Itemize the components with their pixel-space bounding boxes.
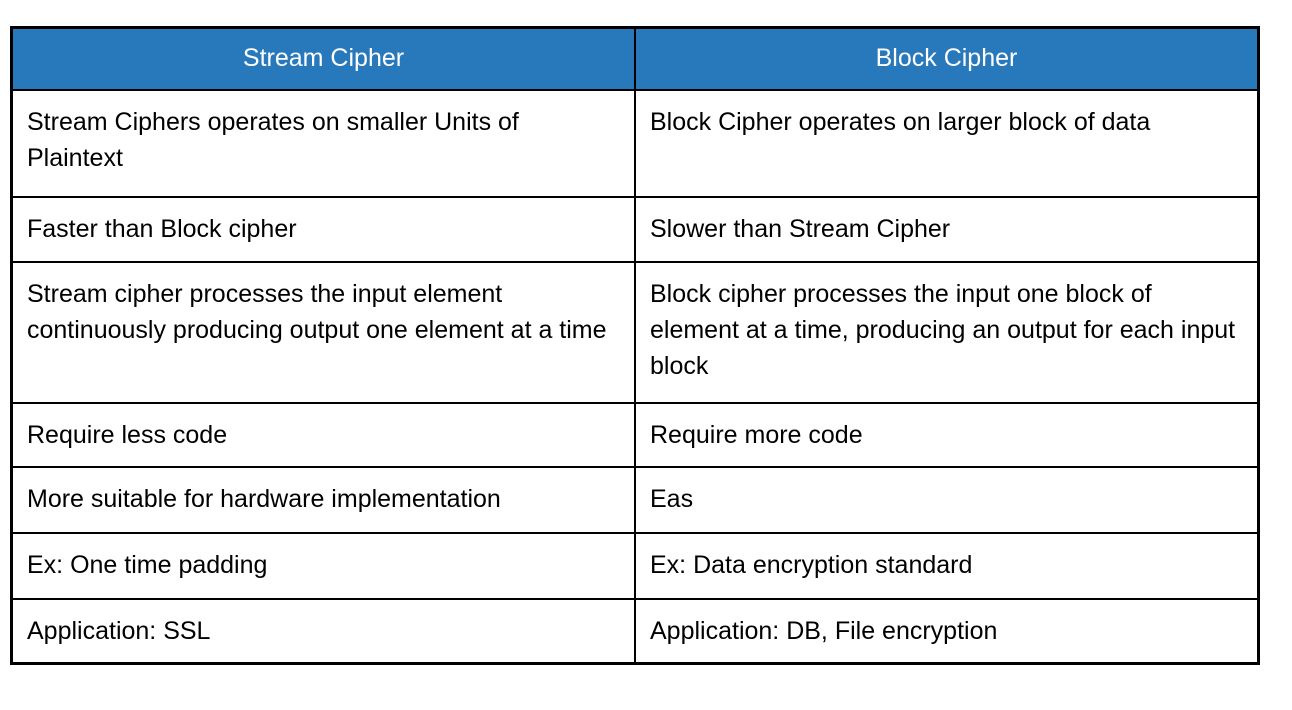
table-row: More suitable for hardware implementatio… <box>10 465 1260 534</box>
table-row: Stream cipher processes the input elemen… <box>10 260 1260 404</box>
table-body: Stream Ciphers operates on smaller Units… <box>10 88 1260 664</box>
table-row: Application: SSL Application: DB, File e… <box>10 597 1260 664</box>
table-row: Require less code Require more code <box>10 401 1260 468</box>
table-cell: Stream cipher processes the input elemen… <box>10 260 636 404</box>
table-row: Ex: One time padding Ex: Data encryption… <box>10 531 1260 600</box>
cipher-comparison-table: Stream Cipher Block Cipher Stream Cipher… <box>10 26 1260 665</box>
table-cell: Block cipher processes the input one blo… <box>634 260 1260 404</box>
table-row: Stream Ciphers operates on smaller Units… <box>10 88 1260 198</box>
column-header-stream-cipher: Stream Cipher <box>10 26 636 91</box>
table-cell: Faster than Block cipher <box>10 195 636 263</box>
table-cell: Ex: One time padding <box>10 531 636 600</box>
table-cell: Eas <box>634 465 1260 534</box>
table-cell: Ex: Data encryption standard <box>634 531 1260 600</box>
table-cell: Application: DB, File encryption <box>634 597 1260 664</box>
table-cell: More suitable for hardware implementatio… <box>10 465 636 534</box>
header-row: Stream Cipher Block Cipher <box>10 26 1260 91</box>
table-cell: Require more code <box>634 401 1260 468</box>
table-cell: Stream Ciphers operates on smaller Units… <box>10 88 636 198</box>
table-header: Stream Cipher Block Cipher <box>10 26 1260 91</box>
table-row: Faster than Block cipher Slower than Str… <box>10 195 1260 263</box>
table-cell: Application: SSL <box>10 597 636 664</box>
table-cell: Slower than Stream Cipher <box>634 195 1260 263</box>
table-cell: Block Cipher operates on larger block of… <box>634 88 1260 198</box>
column-header-block-cipher: Block Cipher <box>634 26 1260 91</box>
table-cell: Require less code <box>10 401 636 468</box>
